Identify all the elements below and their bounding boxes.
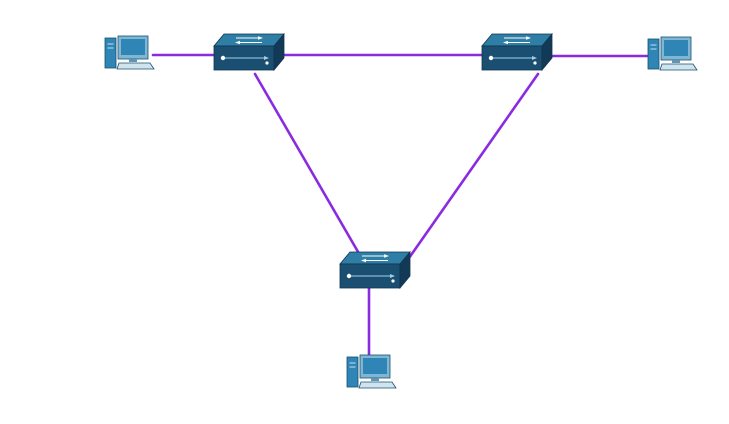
pc-left-computer	[104, 35, 155, 70]
nodes-layer	[104, 32, 698, 389]
pc-right-computer	[647, 36, 698, 71]
link-switch-right-to-switch-bottom	[407, 72, 540, 260]
switch-bottom-switch	[339, 250, 411, 290]
pc-bottom-computer	[346, 354, 397, 389]
desktop-computer-icon	[104, 35, 155, 70]
link-switch-left-to-switch-bottom	[253, 72, 363, 259]
desktop-computer-icon	[346, 354, 397, 389]
desktop-computer-icon	[647, 36, 698, 71]
links-layer	[151, 53, 654, 360]
switch-icon	[339, 250, 411, 290]
switch-icon	[213, 32, 285, 72]
switch-right-switch	[481, 32, 553, 72]
switch-left-switch	[213, 32, 285, 72]
switch-icon	[481, 32, 553, 72]
